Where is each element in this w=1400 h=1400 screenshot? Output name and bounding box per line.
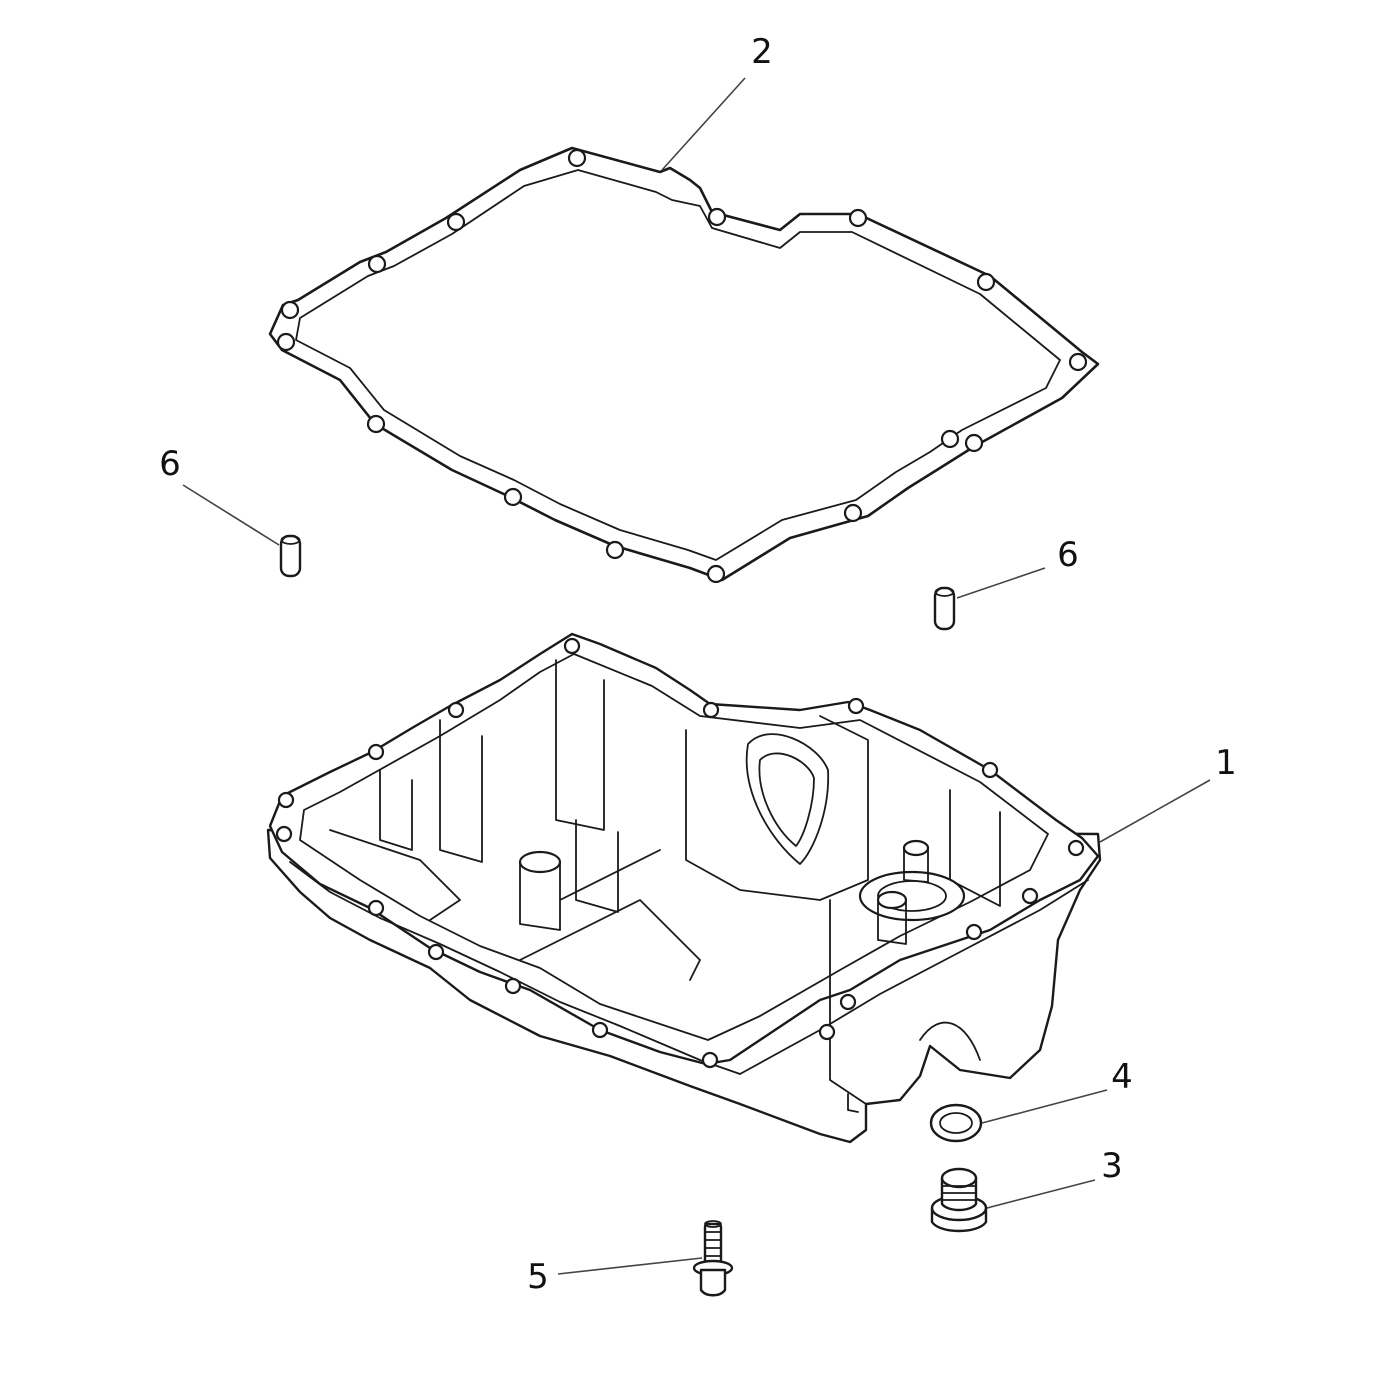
sealing-washer — [929, 1103, 983, 1143]
gasket — [268, 146, 1100, 584]
gasket-bolt-holes — [276, 148, 1088, 584]
sump-bolt-holes — [275, 637, 1085, 1069]
callout-6-right: 6 — [1057, 535, 1079, 575]
flange-bolt — [692, 1220, 734, 1297]
callout-5: 5 — [527, 1257, 549, 1297]
callout-4: 4 — [1111, 1057, 1133, 1097]
dowel-pin-left — [279, 534, 302, 578]
callout-2: 2 — [751, 32, 773, 72]
drain-plug — [930, 1167, 988, 1233]
leader-lines — [182, 77, 1211, 1275]
oil-sump — [266, 632, 1102, 1144]
callout-3: 3 — [1101, 1146, 1123, 1186]
dowel-pin-right — [933, 586, 956, 631]
callout-6-left: 6 — [159, 444, 181, 484]
callout-1: 1 — [1215, 743, 1237, 783]
